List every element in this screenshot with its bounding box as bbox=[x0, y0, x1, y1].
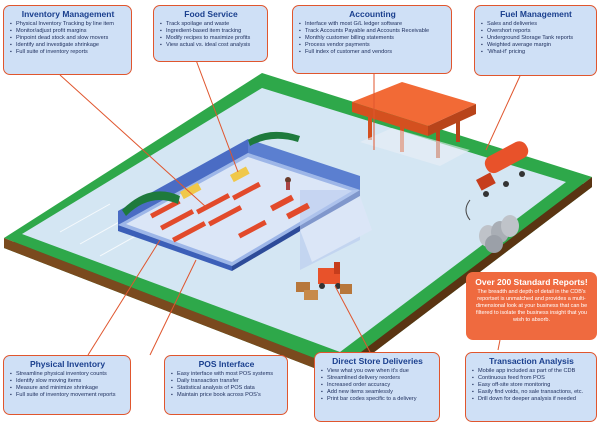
storage-drums bbox=[479, 215, 519, 253]
list-item: ‘What-if’ pricing bbox=[481, 49, 591, 56]
list-item: Measure and minimize shrinkage bbox=[10, 385, 125, 392]
list-item: Pinpoint dead stock and slow movers bbox=[10, 35, 126, 42]
list-item: View actual vs. ideal cost analysis bbox=[160, 42, 262, 49]
fuel-management-box: Fuel Management Sales and deliveries Ove… bbox=[474, 5, 597, 76]
standard-reports-body: The breadth and depth of detail in the C… bbox=[475, 289, 588, 323]
direct-store-deliveries-box: Direct Store Deliveries View what you ow… bbox=[314, 352, 440, 422]
list-item: Easily find voids, no sale transactions,… bbox=[472, 389, 591, 396]
list-item: Increased order accuracy bbox=[321, 382, 434, 389]
list-item: Full index of customer and vendors bbox=[299, 49, 446, 56]
fuel-hose bbox=[465, 199, 471, 221]
list-item: Monthly customer billing statements bbox=[299, 35, 446, 42]
list-item: Modify recipes to maximize profits bbox=[160, 35, 262, 42]
transaction-analysis-box: Transaction Analysis Mobile app included… bbox=[465, 352, 597, 422]
accounting-box: Accounting Interface with most G/L ledge… bbox=[292, 5, 452, 74]
list-item: Weighted average margin bbox=[481, 42, 591, 49]
list-item: Easy interface with most POS systems bbox=[171, 371, 282, 378]
green-awnings bbox=[122, 131, 300, 216]
list-item: Full suite of inventory reports bbox=[10, 49, 126, 56]
list-item: Underground Storage Tank reports bbox=[481, 35, 591, 42]
transaction-analysis-title: Transaction Analysis bbox=[489, 356, 574, 366]
list-item: Full suite of inventory movement reports bbox=[10, 392, 125, 399]
list-item: Maintain price book across POS's bbox=[171, 392, 282, 399]
store-shelves bbox=[149, 166, 311, 243]
list-item: Track spoilage and waste bbox=[160, 21, 262, 28]
list-item: View what you owe when it's due bbox=[321, 368, 434, 375]
direct-store-deliveries-title: Direct Store Deliveries bbox=[332, 356, 423, 366]
tanker-truck bbox=[476, 141, 529, 197]
list-item: Ingredient-based item tracking bbox=[160, 28, 262, 35]
list-item: Monitor/adjust profit margins bbox=[10, 28, 126, 35]
list-item: Identify slow moving items bbox=[10, 378, 125, 385]
fuel-canopy bbox=[352, 82, 476, 166]
list-item: Overshort reports bbox=[481, 28, 591, 35]
accounting-title: Accounting bbox=[349, 9, 396, 19]
list-item: Streamlined delivery reorders bbox=[321, 375, 434, 382]
delivery-forklift bbox=[296, 262, 352, 300]
food-service-box: Food Service Track spoilage and waste In… bbox=[153, 5, 268, 62]
inventory-management-box: Inventory Management Physical Inventory … bbox=[3, 5, 132, 75]
list-item: Daily transaction transfer bbox=[171, 378, 282, 385]
connector-lines bbox=[59, 59, 521, 356]
list-item: Process vendor payments bbox=[299, 42, 446, 49]
physical-inventory-box: Physical Inventory Streamline physical i… bbox=[3, 355, 131, 415]
list-item: Statistical analysis of POS data bbox=[171, 385, 282, 392]
list-item: Mobile app included as part of the CDB bbox=[472, 368, 591, 375]
inventory-management-title: Inventory Management bbox=[21, 9, 115, 19]
physical-inventory-title: Physical Inventory bbox=[29, 359, 106, 369]
list-item: Sales and deliveries bbox=[481, 21, 591, 28]
list-item: Continuous feed from POS bbox=[472, 375, 591, 382]
standard-reports-callout: Over 200 Standard Reports! The breadth a… bbox=[466, 272, 597, 340]
list-item: Interface with most G/L ledger software bbox=[299, 21, 446, 28]
list-item: Physical Inventory Tracking by line item bbox=[10, 21, 126, 28]
list-item: Add new items seamlessly bbox=[321, 389, 434, 396]
list-item: Track Accounts Payable and Accounts Rece… bbox=[299, 28, 446, 35]
list-item: Print bar codes specific to a delivery bbox=[321, 396, 434, 403]
list-item: Streamline physical inventory counts bbox=[10, 371, 125, 378]
fuel-management-title: Fuel Management bbox=[500, 9, 572, 19]
pos-interface-title: POS Interface bbox=[198, 359, 255, 369]
list-item: Easy off-site store monitoring bbox=[472, 382, 591, 389]
standard-reports-title: Over 200 Standard Reports! bbox=[475, 277, 588, 287]
list-item: Identify and investigate shrinkage bbox=[10, 42, 126, 49]
pos-interface-box: POS Interface Easy interface with most P… bbox=[164, 355, 288, 415]
list-item: Drill down for deeper analysis if needed bbox=[472, 396, 591, 403]
food-service-title: Food Service bbox=[184, 9, 238, 19]
